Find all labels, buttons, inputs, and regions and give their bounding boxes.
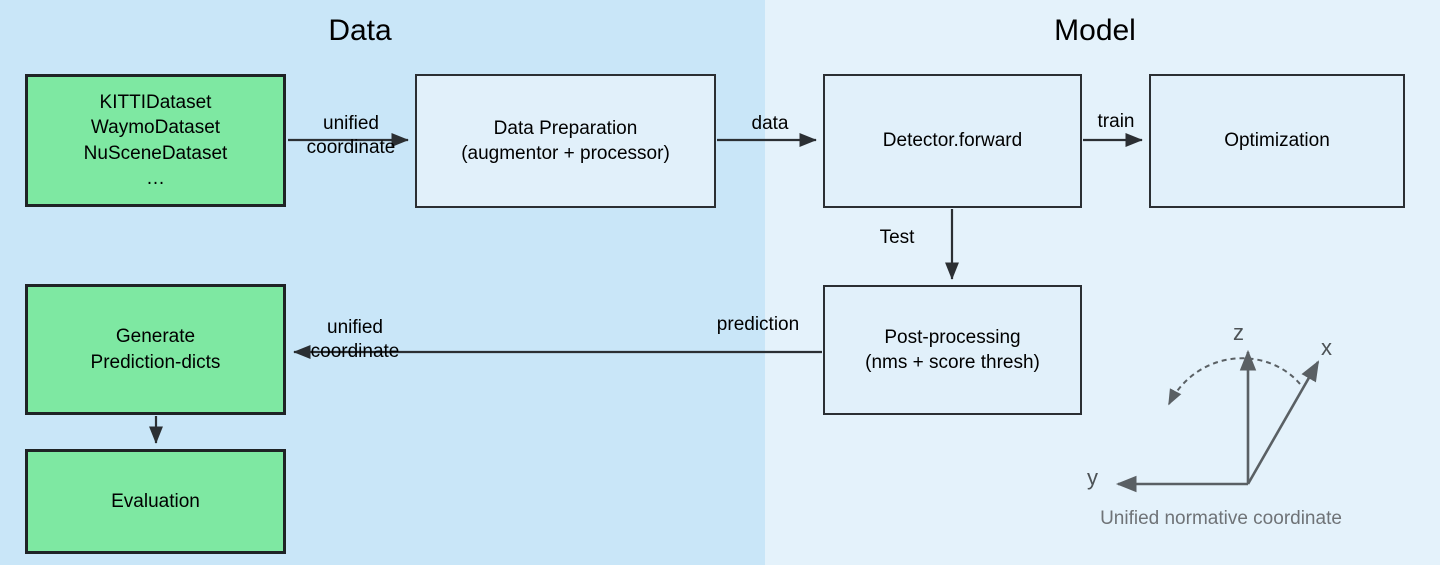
node-evaluation[interactable]: Evaluation xyxy=(25,449,286,554)
node-detector-forward[interactable]: Detector.forward xyxy=(823,74,1082,208)
edge-label-train: train xyxy=(1097,111,1135,132)
axis-label-y: y xyxy=(1087,465,1098,490)
edge-label-prediction: prediction xyxy=(716,314,800,335)
node-optimization[interactable]: Optimization xyxy=(1149,74,1405,208)
node-datasets[interactable]: KITTIDataset WaymoDataset NuSceneDataset… xyxy=(25,74,286,207)
coordinate-widget-caption: Unified normative coordinate xyxy=(1100,508,1342,529)
edge-label-test: Test xyxy=(879,227,915,248)
panel-title-data: Data xyxy=(328,14,392,47)
edge-label-unified-coordinate-top: unified coordinate xyxy=(306,113,396,159)
panel-title-model: Model xyxy=(1054,14,1136,47)
edge-label-data: data xyxy=(751,113,789,134)
node-post-processing[interactable]: Post-processing (nms + score thresh) xyxy=(823,285,1082,415)
node-data-preparation[interactable]: Data Preparation (augmentor + processor) xyxy=(415,74,716,208)
node-generate-prediction-dicts[interactable]: Generate Prediction-dicts xyxy=(25,284,286,415)
axis-label-z: z xyxy=(1233,320,1244,345)
axis-label-x: x xyxy=(1321,335,1332,360)
edge-label-unified-coordinate-bottom: unified coordinate xyxy=(310,317,400,363)
